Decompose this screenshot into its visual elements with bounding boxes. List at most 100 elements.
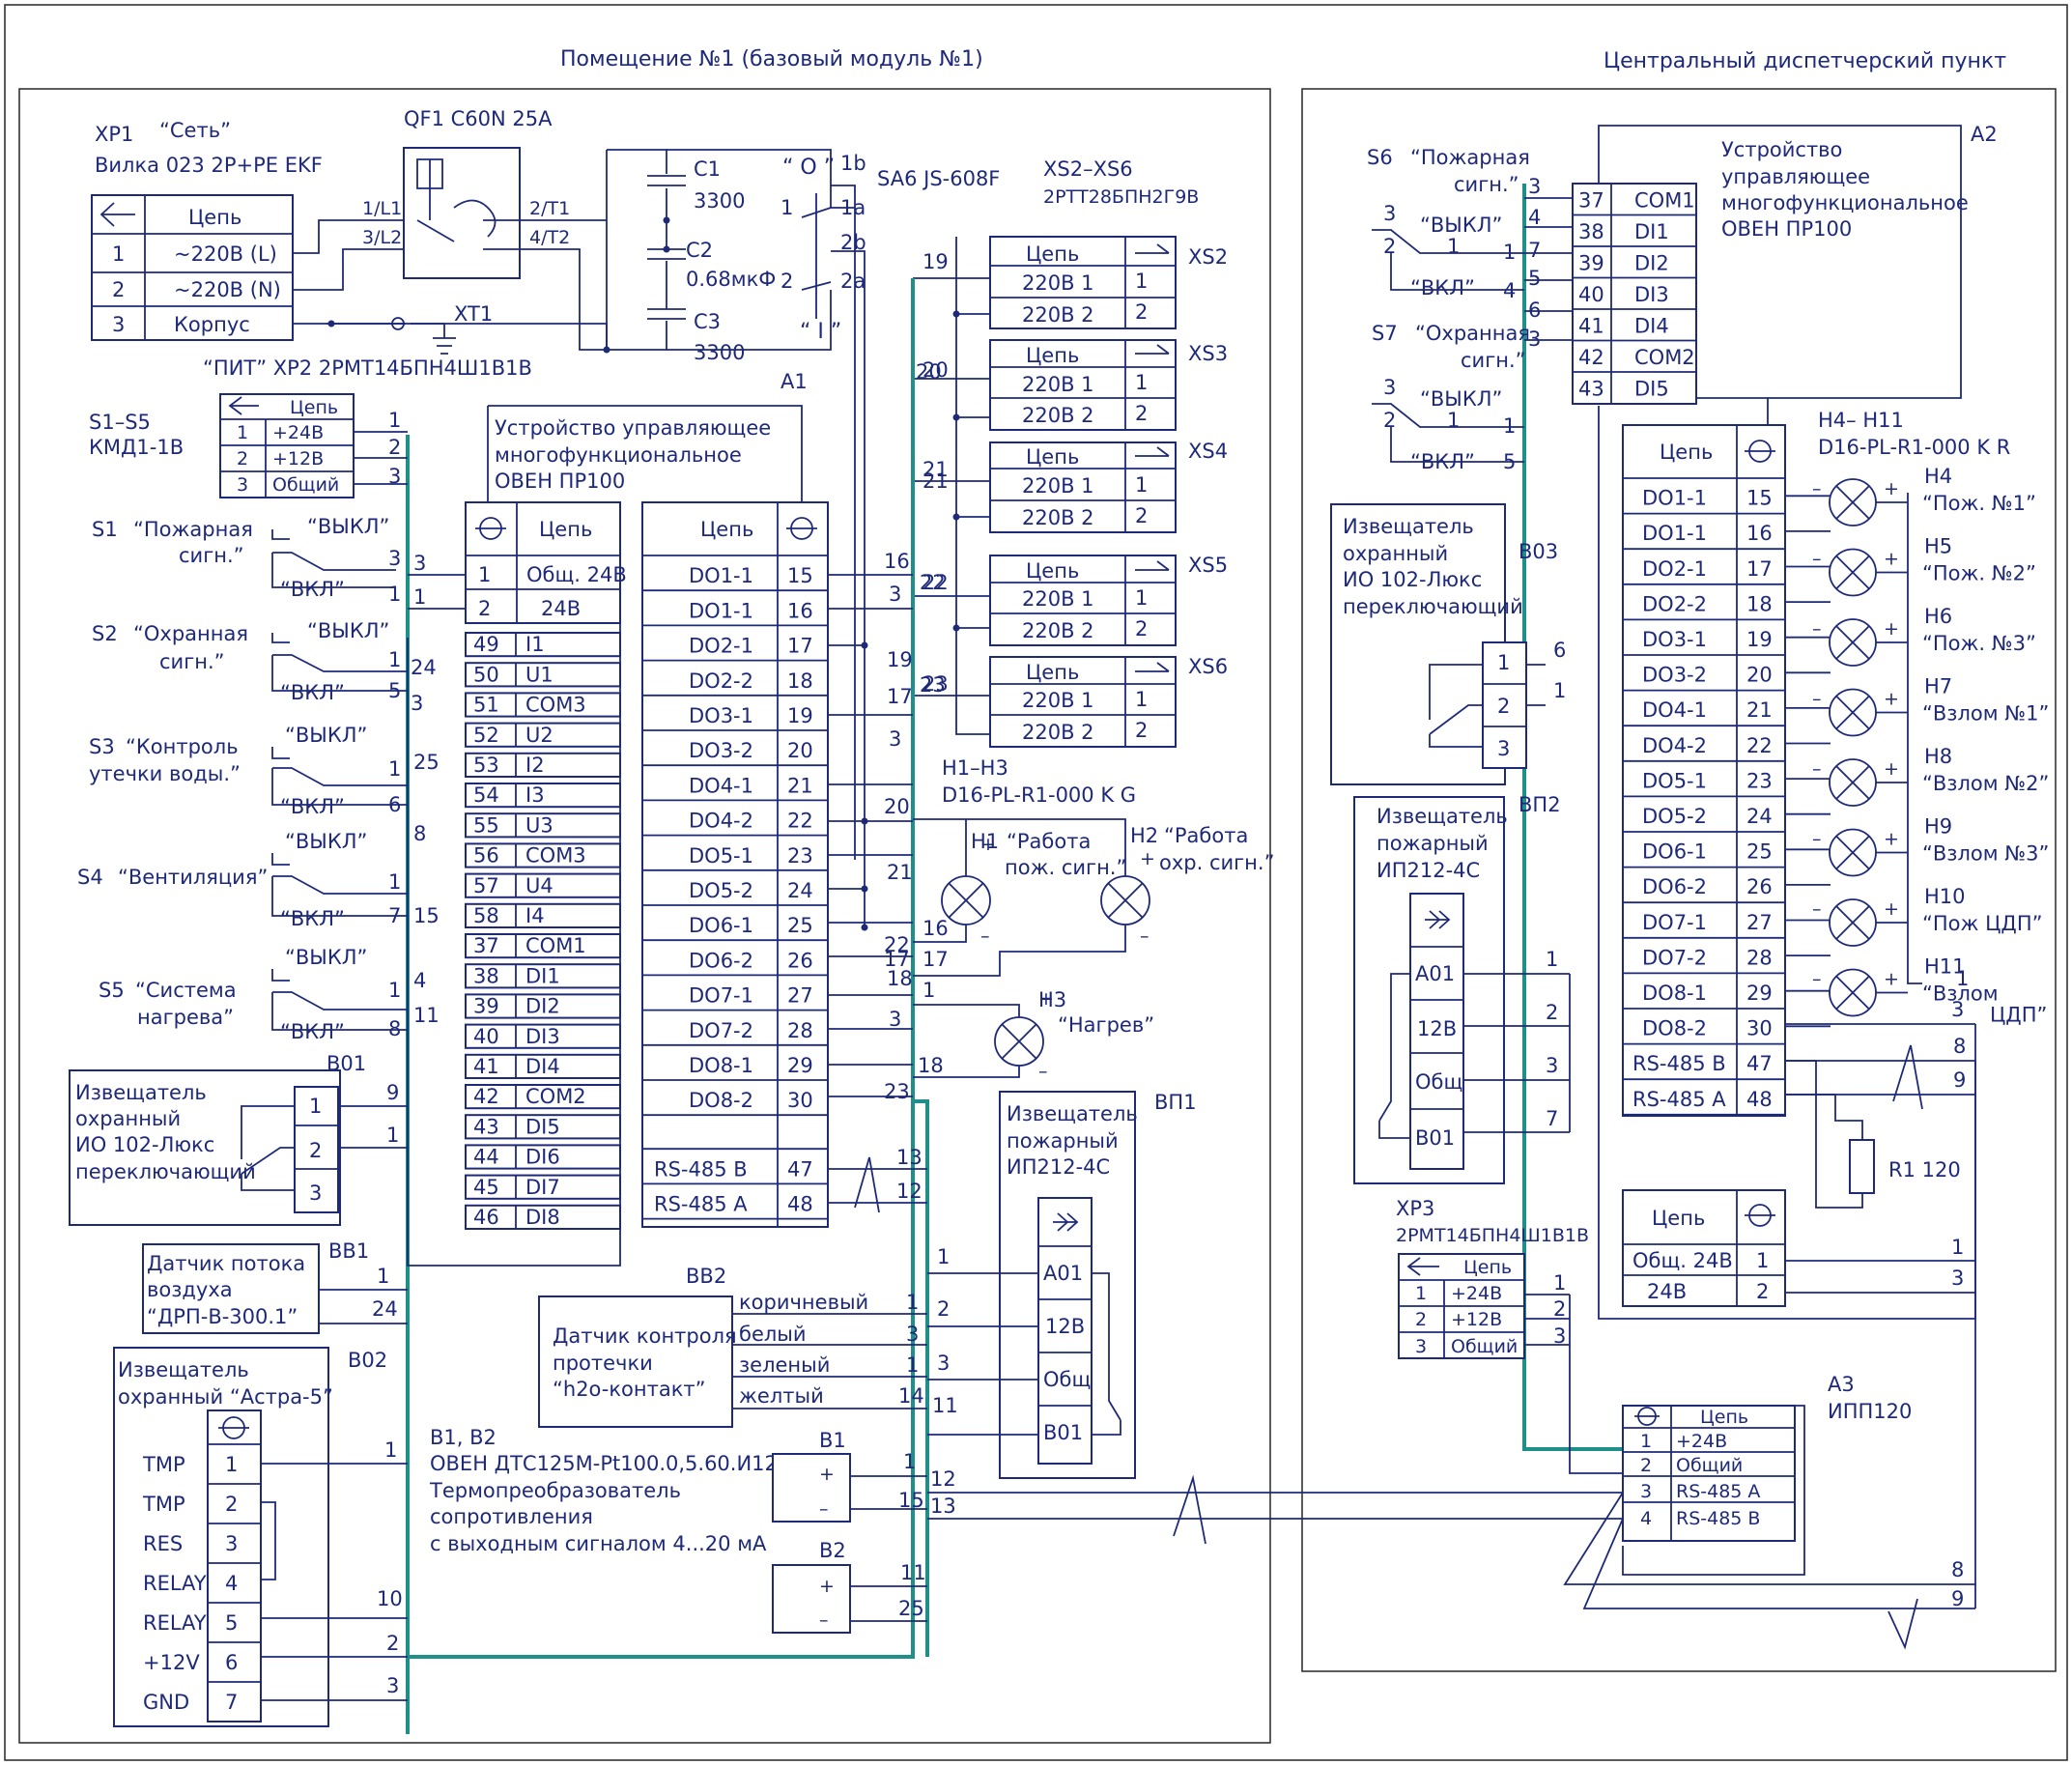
central-title: Центральный диспетчерский пункт [1604, 49, 2006, 73]
a1-out-n-7: 22 [787, 810, 813, 833]
h411-w1: 1 [1956, 967, 1969, 990]
b03-detector: B03 Извещатель охранный ИО 102-Люкс пере… [1330, 503, 1566, 785]
svg-text:1: 1 [1447, 409, 1460, 432]
bp1-w3: 3 [937, 1352, 950, 1375]
a1-in-v-16: DI5 [525, 1115, 560, 1138]
s3-on: “ВКЛ” [280, 795, 345, 818]
a2-w3: 3 [1951, 998, 1964, 1021]
b02-detector: B02 Извещатель охранный “Астра-5” 1TMP2T… [113, 1347, 408, 1727]
bb2-l3: “h2o-контакт” [553, 1378, 706, 1401]
sa6-2a: 2a [840, 270, 866, 293]
bp1-w2: 2 [937, 1297, 950, 1321]
a2-out-v-15: DO8-2 [1642, 1017, 1707, 1040]
svg-text:3: 3 [889, 727, 901, 751]
a1-in-n-13: 40 [473, 1025, 499, 1048]
xs5-wire: 22 [922, 571, 949, 594]
a3-w1: 8 [1951, 1558, 1964, 1581]
c1-value: 3300 [694, 189, 745, 213]
a3-r4-v: RS-485 B [1676, 1508, 1760, 1529]
a2-out-v-2: DO2-1 [1642, 557, 1707, 581]
a1-out-n-5: 20 [787, 739, 813, 762]
a2-out-n-10: 25 [1746, 840, 1773, 864]
b02-v-1: TMP [142, 1493, 185, 1516]
xs6-ref: XS6 [1188, 655, 1228, 678]
b02-v-2: RES [143, 1532, 183, 1555]
room1-frame [18, 88, 1271, 1744]
b02-v-6: GND [143, 1691, 189, 1714]
a1-out-n-2: 17 [787, 635, 813, 658]
a3-r2-n: 2 [1640, 1455, 1652, 1476]
svg-text:–: – [1812, 478, 1822, 499]
xs6-wire: 23 [922, 672, 949, 696]
bb2-ref: BB2 [686, 1265, 726, 1288]
a1-in-n-3: 52 [473, 724, 499, 747]
s15-r1-n: 1 [237, 422, 248, 443]
a2-out-v-6: DO4-1 [1642, 698, 1707, 722]
a1-in-n-9: 58 [473, 904, 499, 927]
c1-ref: C1 [694, 157, 721, 181]
bb2-n2: 3 [906, 1323, 919, 1346]
a3-r1-n: 1 [1640, 1431, 1652, 1452]
a2-in-v-4: DI4 [1634, 315, 1669, 338]
bp2-ref: BП2 [1519, 793, 1561, 816]
svg-text:23: 23 [920, 673, 946, 697]
a2-out-v-12: DO7-1 [1642, 911, 1707, 934]
b01-w2: 1 [386, 1124, 399, 1147]
room1-title: Помещение №1 (базовый модуль №1) [560, 47, 983, 71]
qf1-p4: 4/T2 [529, 227, 570, 248]
svg-text:1: 1 [1447, 235, 1460, 258]
b1-w1: 1 [903, 1450, 916, 1473]
a1-in-v-10: COM1 [525, 934, 586, 957]
a3-power-supply: A3 ИПП120 Цепь 1 +24В 2 Общий 3 RS-485 A… [1563, 1061, 1976, 1650]
a1-out-n-6: 21 [787, 774, 813, 797]
a1-in-v-19: DI8 [525, 1206, 560, 1229]
bp2-l3: ИП212-4С [1377, 859, 1480, 882]
a2-in-n-5: 42 [1578, 346, 1604, 369]
svg-text:8: 8 [388, 1017, 401, 1040]
c2-value: 0.68мкФ [686, 268, 776, 291]
xs3-header: Цепь [1026, 344, 1079, 367]
a1-in-v-17: DI6 [525, 1146, 560, 1169]
xp3-r1-n: 1 [1415, 1283, 1427, 1304]
s15-r3-v: Общий [272, 474, 339, 496]
h13-model: D16-PL-R1-000 K G [942, 783, 1136, 807]
a3-r3-n: 3 [1640, 1481, 1652, 1502]
a1-in-v-2: COM3 [525, 694, 586, 717]
xs4-header: Цепь [1026, 445, 1079, 469]
a1-rs-n-1: 48 [787, 1193, 813, 1216]
xp3-connector: XP3 2РМТ14БПН4Ш1В1В Цепь 1 +24В 2 +12В 3… [1396, 1197, 1589, 1359]
xp1-row1-n: 1 [112, 242, 125, 266]
a3-r1-v: +24В [1676, 1431, 1727, 1452]
s1-name2: сигн.” [179, 544, 244, 567]
svg-text:–: – [1812, 758, 1822, 780]
a2-out-n-5: 20 [1746, 664, 1773, 687]
svg-text:–: – [1812, 689, 1822, 710]
a2-out-n-9: 24 [1746, 805, 1773, 828]
a2-out-n-6: 21 [1746, 698, 1773, 722]
a2-rs-n-1: 48 [1746, 1088, 1773, 1111]
a2-out-v-9: DO5-2 [1642, 805, 1707, 828]
xs-model: 2РТТ28БПН2Г9В [1043, 186, 1199, 208]
xp1-row3-n: 3 [112, 313, 125, 336]
s1-on: “ВКЛ” [280, 578, 345, 601]
s5-ref: S5 [99, 979, 125, 1002]
s7-off: “ВЫКЛ” [1420, 387, 1502, 411]
xs2-header: Цепь [1026, 242, 1079, 266]
svg-text:16: 16 [884, 550, 910, 573]
s15-r2-n: 2 [237, 448, 248, 470]
s3-name: “Контроль [126, 735, 239, 758]
s4-w1: 8 [413, 822, 426, 845]
a2-in-n-0: 37 [1578, 189, 1604, 213]
b1-w2: 15 [898, 1489, 924, 1512]
svg-text:20: 20 [916, 360, 942, 384]
svg-text:+: + [980, 834, 996, 855]
svg-text:3: 3 [1528, 175, 1541, 198]
b01-p1: 1 [309, 1095, 322, 1118]
b2-minus: – [819, 1609, 829, 1631]
lamp-ref-5: H9 [1924, 815, 1952, 839]
h3-name: “Нагрев” [1058, 1013, 1154, 1037]
bb1-l1: Датчик потока [147, 1252, 305, 1275]
a2-rs-w2: 9 [1953, 1068, 1966, 1092]
b03-p2: 2 [1497, 695, 1510, 718]
s4-on: “ВКЛ” [280, 907, 345, 930]
